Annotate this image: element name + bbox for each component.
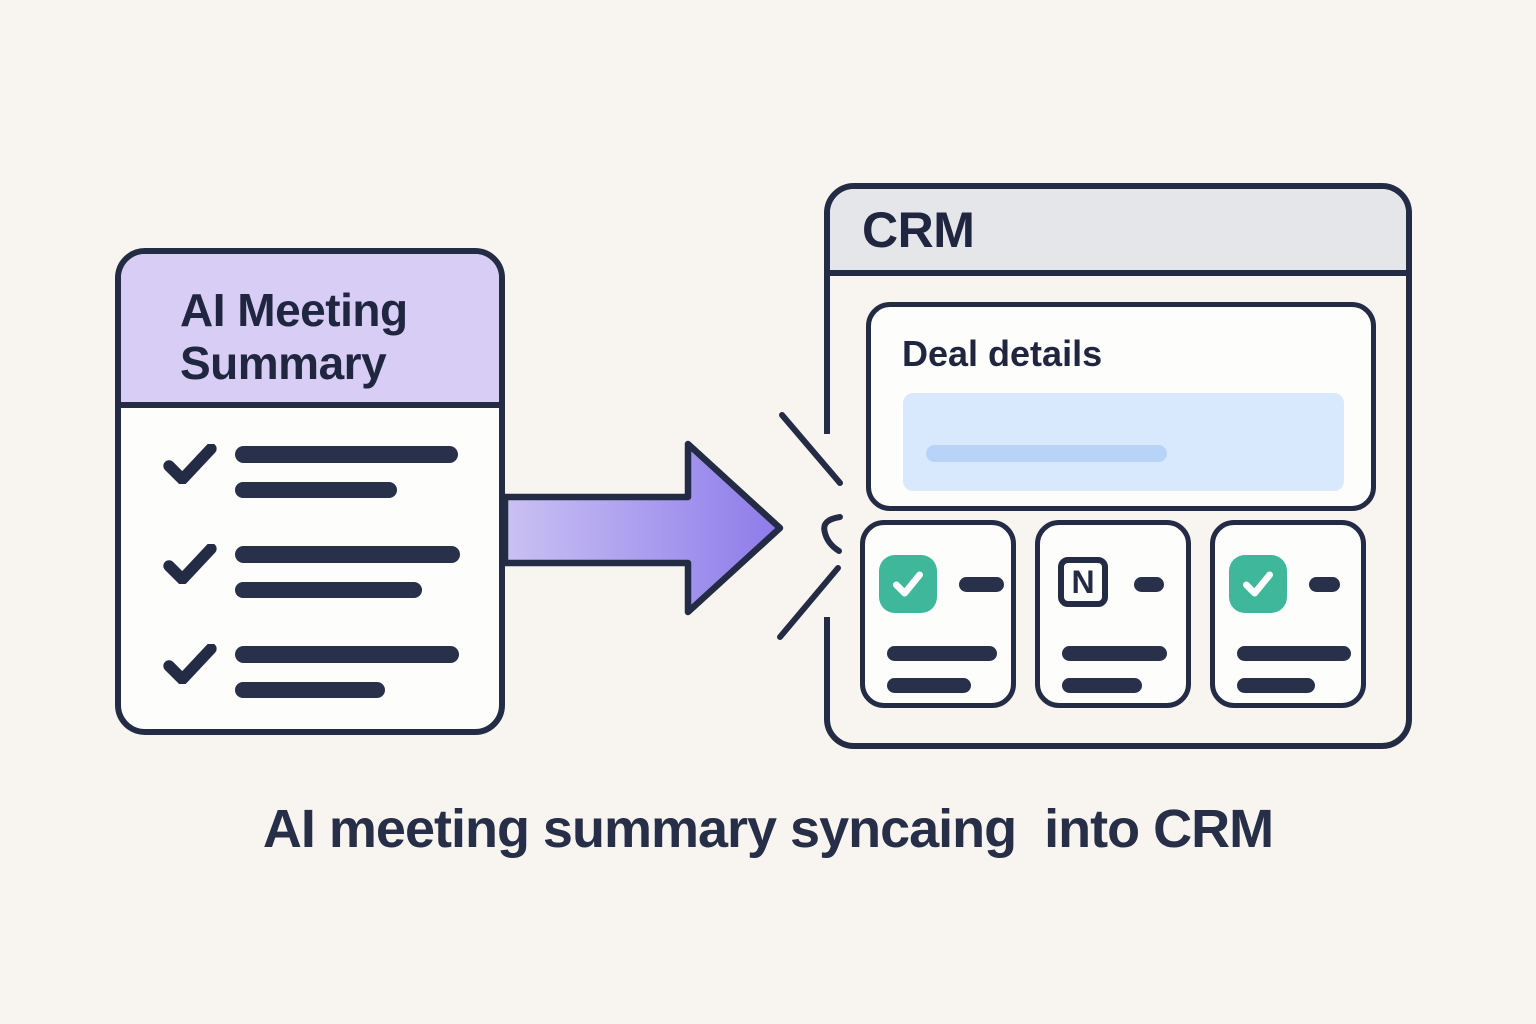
crm-window: CRM Deal details <box>824 183 1412 749</box>
impact-burst-lines <box>777 412 843 640</box>
redacted-text-line <box>235 682 385 698</box>
redacted-label-dash <box>1134 577 1164 592</box>
redacted-text-line <box>235 546 460 563</box>
deal-details-panel: Deal details <box>866 302 1376 511</box>
summary-title-line2: Summary <box>180 336 387 389</box>
redacted-text-lines <box>235 546 460 598</box>
check-badge-icon <box>879 555 937 613</box>
notion-letter: N <box>1071 563 1095 600</box>
redacted-text-line <box>235 446 458 463</box>
check-icon <box>163 644 217 684</box>
check-icon <box>163 544 217 584</box>
redacted-text-lines <box>235 446 458 498</box>
crm-record-card <box>1210 520 1366 708</box>
summary-card-title: AI Meeting Summary <box>180 284 499 390</box>
redacted-text-line <box>1062 646 1167 661</box>
redacted-label-dash <box>959 577 1004 592</box>
redacted-text-line <box>1062 678 1142 693</box>
checklist-item <box>163 614 499 714</box>
crm-titlebar: CRM <box>830 189 1406 276</box>
checklist-item <box>163 514 499 614</box>
crm-record-card: N <box>1035 520 1191 708</box>
checklist-item <box>163 414 499 514</box>
redacted-text-line <box>1237 646 1351 661</box>
deal-details-label: Deal details <box>902 333 1103 374</box>
deal-field-placeholder-bar <box>926 445 1167 462</box>
deal-input-field <box>903 393 1344 491</box>
redacted-text-line <box>887 646 997 661</box>
check-icon <box>163 444 217 484</box>
summary-checklist <box>121 414 499 714</box>
redacted-text-line <box>235 582 422 598</box>
redacted-label-dash <box>1309 577 1340 592</box>
caption-text: AI meeting summary syncaing into CRM <box>262 799 1274 859</box>
redacted-text-line <box>1237 678 1315 693</box>
crm-record-cards: N <box>860 520 1366 708</box>
ai-meeting-summary-card: AI Meeting Summary <box>115 248 505 735</box>
summary-card-header: AI Meeting Summary <box>121 254 499 408</box>
sync-arrow-icon <box>501 440 784 616</box>
summary-title-line1: AI Meeting <box>180 284 408 336</box>
notion-n-icon: N <box>1058 557 1108 607</box>
redacted-text-lines <box>235 646 459 698</box>
crm-title: CRM <box>862 201 975 258</box>
redacted-text-line <box>887 678 971 693</box>
crm-record-card <box>860 520 1016 708</box>
redacted-text-line <box>235 646 459 663</box>
redacted-text-line <box>235 482 397 498</box>
check-badge-icon <box>1229 555 1287 613</box>
